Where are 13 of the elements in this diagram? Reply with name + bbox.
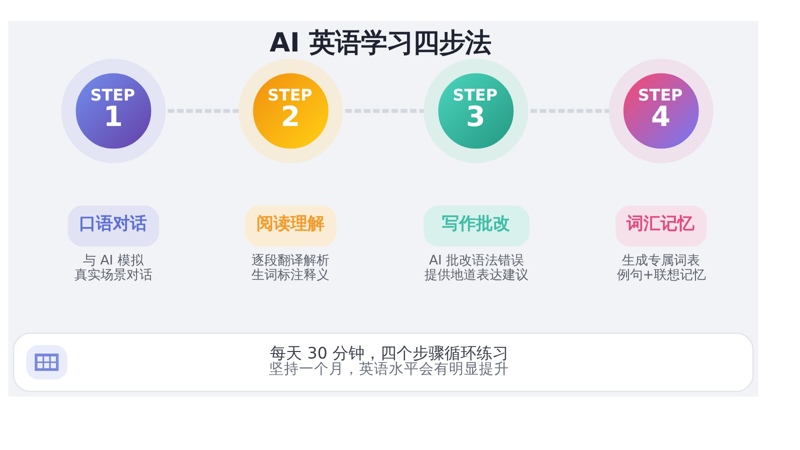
node-circle: STEP 4 [608,58,714,163]
diagram-title: AI 英语学习四步法 [270,26,492,58]
node-circle: STEP 2 [238,58,343,163]
node-label: 真实场景对话 [74,267,152,282]
node-circle: STEP 3 [424,58,528,163]
node-label: AI 批改语法错误 [428,252,524,268]
node-label: 逐段翻译解析 [252,252,330,268]
node-label: 与 AI 模拟 [83,252,144,268]
node-label: 生成专属词表 [622,252,700,268]
node-circle: STEP 1 [61,58,166,163]
node-label: 提供地道表达建议 [424,267,528,282]
node-label: 例句+联想记忆 [616,267,706,282]
node-label: 生词标注释义 [252,267,330,282]
